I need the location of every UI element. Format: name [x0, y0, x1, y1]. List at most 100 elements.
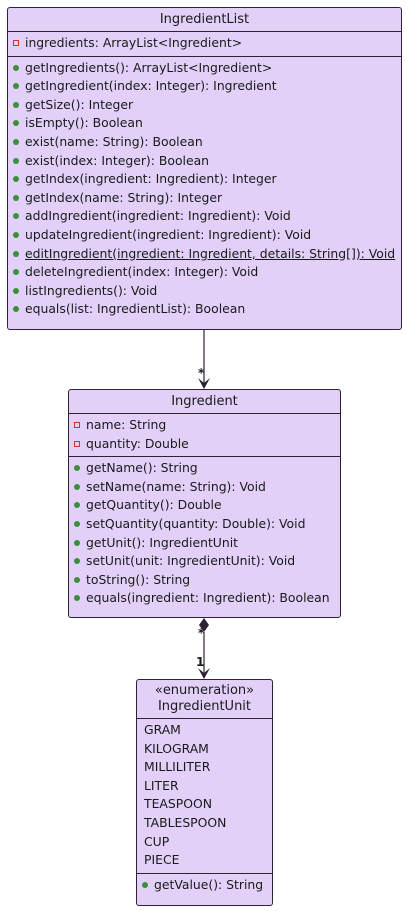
method-text: deleteIngredient(index: Integer): Void [25, 264, 259, 280]
method-row: updateIngredient(ingredient: Ingredient)… [8, 226, 401, 245]
enum-values-section: GRAM KILOGRAM MILLILITER LITER TEASPOON TABLE… [137, 719, 272, 874]
enum-value: CUP [144, 833, 170, 849]
method-row: editIngredient(ingredient: Ingredient, d… [8, 245, 401, 264]
method-text: getName(): String [86, 460, 198, 476]
multiplicity-unit-target: 1 [196, 655, 205, 669]
method-text: addIngredient(ingredient: Ingredient): V… [25, 208, 291, 224]
public-visibility-icon [13, 120, 19, 127]
enum-value: TABLESPOON [144, 814, 227, 830]
enum-title: «enumeration» IngredientUnit [137, 680, 272, 719]
attribute-text: name: String [86, 417, 167, 432]
enum-name: IngredientUnit [157, 699, 252, 714]
public-visibility-icon [74, 595, 80, 602]
method-text: listIngredients(): Void [25, 282, 158, 298]
method-row: addIngredient(ingredient: Ingredient): V… [8, 207, 401, 226]
method-text: setQuantity(quantity: Double): Void [86, 515, 306, 531]
public-visibility-icon [13, 194, 19, 201]
method-row: toString(): String [69, 571, 340, 590]
method-text: getSize(): Integer [25, 96, 134, 112]
enum-value: MILLILITER [144, 759, 211, 775]
method-row: listIngredients(): Void [8, 282, 401, 301]
public-visibility-icon [13, 269, 19, 276]
association-arrowhead [198, 378, 210, 389]
method-text: exist(index: Integer): Boolean [25, 152, 210, 168]
private-visibility-icon [74, 422, 80, 428]
method-row: getIngredients(): ArrayList<Ingredient> [8, 59, 401, 78]
public-visibility-icon [13, 83, 19, 90]
method-row: getUnit(): IngredientUnit [69, 534, 340, 553]
method-text: equals(list: IngredientList): Boolean [25, 301, 246, 317]
method-row: getQuantity(): Double [69, 496, 340, 515]
method-row: equals(ingredient: Ingredient): Boolean [69, 589, 340, 608]
method-row: setName(name: String): Void [69, 478, 340, 497]
method-text: setName(name: String): Void [86, 478, 266, 494]
method-row: getName(): String [69, 459, 340, 478]
multiplicity-ingredient-source: * [198, 626, 205, 640]
enum-value: LITER [144, 777, 179, 793]
method-row: getValue(): String [137, 876, 272, 895]
public-visibility-icon [13, 231, 19, 238]
method-text: setUnit(unit: IngredientUnit): Void [86, 553, 296, 569]
enum-value: GRAM [144, 722, 181, 737]
method-row: getSize(): Integer [8, 96, 401, 115]
method-text: isEmpty(): Boolean [25, 115, 143, 131]
attributes-section: ingredients: ArrayList<Ingredient> [8, 32, 401, 57]
method-text: editIngredient(ingredient: Ingredient, d… [25, 245, 396, 261]
method-text: getIngredient(index: Integer): Ingredien… [25, 78, 277, 94]
methods-section: getName(): String setName(name: String): … [69, 457, 340, 611]
public-visibility-icon [13, 250, 19, 257]
attribute-text: ingredients: ArrayList<Ingredient> [25, 35, 243, 50]
public-visibility-icon [13, 287, 19, 294]
class-title: Ingredient [69, 390, 340, 414]
attribute-row: name: String [69, 416, 340, 435]
enum-value: TEASPOON [144, 796, 212, 812]
method-row: deleteIngredient(index: Integer): Void [8, 263, 401, 282]
method-row: getIngredient(index: Integer): Ingredien… [8, 77, 401, 96]
attribute-text: quantity: Double [86, 435, 189, 451]
public-visibility-icon [13, 101, 19, 108]
attribute-row: ingredients: ArrayList<Ingredient> [8, 34, 401, 53]
public-visibility-icon [142, 881, 148, 888]
method-text: getIndex(ingredient: Ingredient): Intege… [25, 171, 277, 187]
method-text: toString(): String [86, 571, 191, 587]
method-text: getIngredients(): ArrayList<Ingredient> [25, 59, 273, 75]
private-visibility-icon [74, 440, 80, 447]
attributes-section: name: String quantity: Double [69, 414, 340, 458]
methods-section: getIngredients(): ArrayList<Ingredient> g… [8, 57, 401, 322]
method-row: isEmpty(): Boolean [8, 114, 401, 133]
multiplicity-list-ingredient: * [198, 366, 205, 380]
class-title: IngredientList [8, 8, 401, 32]
composition-arrowhead [198, 668, 210, 679]
public-visibility-icon [13, 138, 19, 145]
methods-section: getValue(): String [137, 874, 272, 898]
public-visibility-icon [13, 213, 19, 220]
public-visibility-icon [74, 520, 80, 527]
composition-diamond [199, 618, 209, 632]
public-visibility-icon [74, 465, 80, 472]
public-visibility-icon [74, 576, 80, 583]
public-visibility-icon [13, 306, 19, 313]
attribute-row: quantity: Double [69, 435, 340, 454]
public-visibility-icon [74, 539, 80, 546]
public-visibility-icon [13, 157, 19, 164]
method-row: setUnit(unit: IngredientUnit): Void [69, 552, 340, 571]
method-text: equals(ingredient: Ingredient): Boolean [86, 590, 330, 606]
stereotype-label: «enumeration» [154, 683, 255, 698]
method-text: updateIngredient(ingredient: Ingredient)… [25, 226, 312, 242]
method-text: getQuantity(): Double [86, 497, 222, 513]
method-text: getValue(): String [154, 876, 264, 892]
public-visibility-icon [74, 483, 80, 490]
method-row: setQuantity(quantity: Double): Void [69, 515, 340, 534]
public-visibility-icon [13, 176, 19, 183]
method-text: getUnit(): IngredientUnit [86, 534, 239, 550]
public-visibility-icon [74, 558, 80, 565]
class-ingredient-list[interactable]: IngredientList ingredients: ArrayList<In… [7, 7, 402, 330]
method-text: exist(name: String): Boolean [25, 133, 203, 149]
method-row: getIndex(name: String): Integer [8, 189, 401, 208]
enum-ingredient-unit[interactable]: «enumeration» IngredientUnit GRAM KILOGRA… [136, 679, 273, 906]
method-text: getIndex(name: String): Integer [25, 189, 223, 205]
enum-value: KILOGRAM [144, 740, 209, 756]
private-visibility-icon [13, 40, 19, 46]
